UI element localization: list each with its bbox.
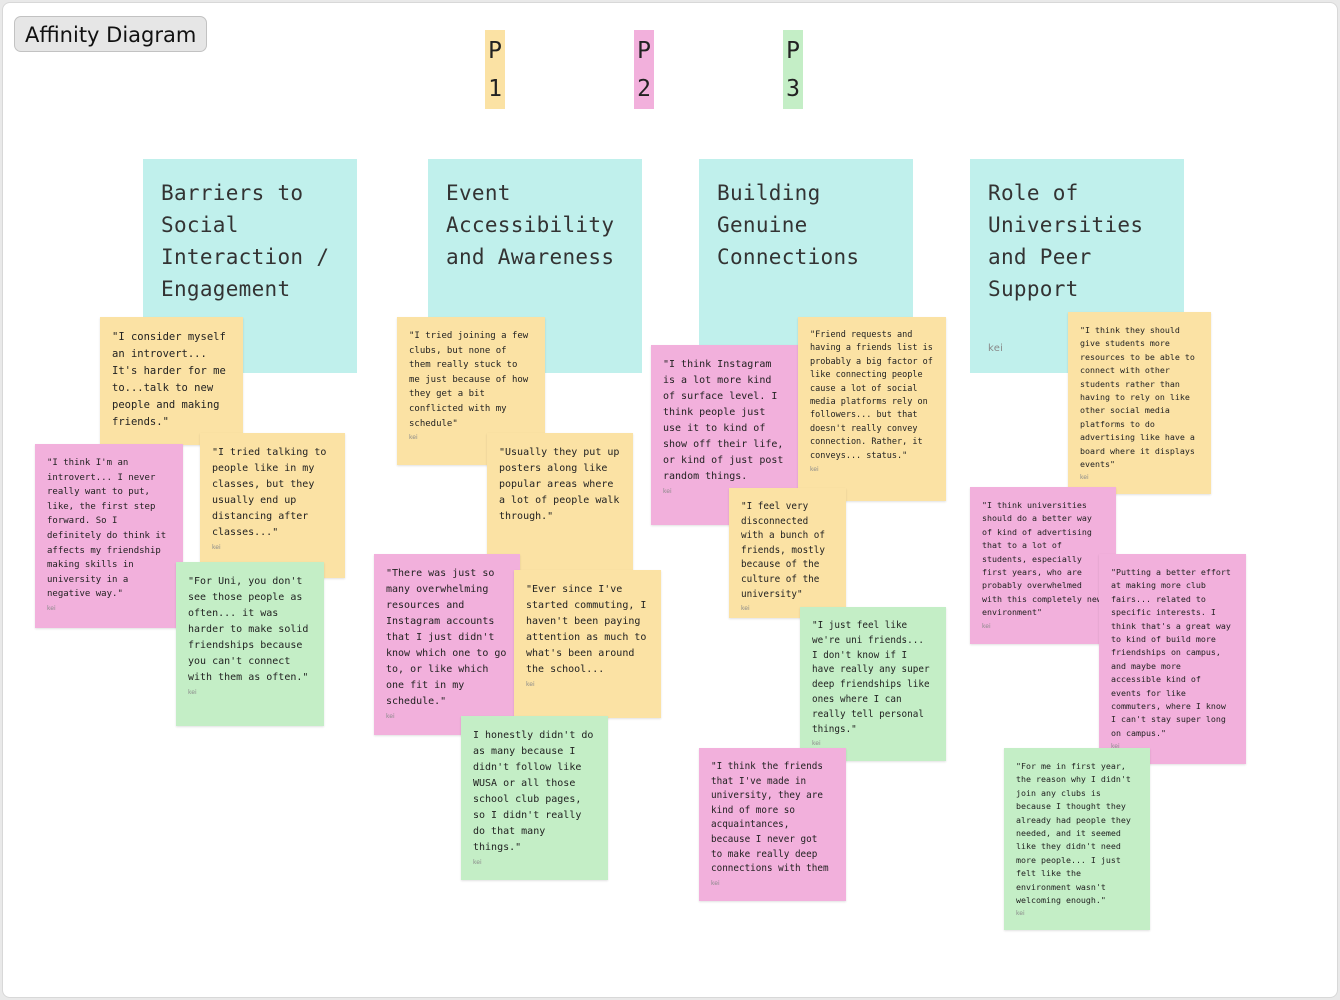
sticky-note-author: kei xyxy=(473,859,482,866)
sticky-note-author: kei xyxy=(741,605,750,613)
sticky-note[interactable]: "For Uni, you don't see those people as … xyxy=(176,562,324,726)
legend-p1-letter: P xyxy=(488,38,502,64)
header-genuine-connections-title: Building Genuine Connections xyxy=(717,181,860,269)
sticky-note-text: "There was just so many overwhelming res… xyxy=(386,568,507,707)
legend-p2[interactable]: P 2 xyxy=(634,30,654,109)
sticky-note[interactable]: "I think Instagram is a lot more kind of… xyxy=(651,345,799,525)
sticky-note-author: kei xyxy=(409,434,418,442)
sticky-note-author: kei xyxy=(47,604,56,612)
frame-title-button[interactable]: Affinity Diagram xyxy=(14,16,208,52)
header-role-author: kei xyxy=(988,343,1004,354)
sticky-note-text: "I think I'm an introvert... I never rea… xyxy=(47,458,167,600)
sticky-note[interactable]: "Usually they put up posters along like … xyxy=(487,433,633,578)
sticky-note-author: kei xyxy=(810,466,819,474)
legend-p3-letter: P xyxy=(786,38,800,64)
sticky-note-text: "I just feel like we're uni friends... I… xyxy=(812,620,930,735)
header-event-accessibility-title: Event Accessibility and Awareness xyxy=(446,181,615,269)
sticky-note[interactable]: "For me in first year, the reason why I … xyxy=(1004,748,1150,930)
legend-p2-letter: P xyxy=(637,38,651,64)
sticky-note-text: I honestly didn't do as many because I d… xyxy=(473,730,594,853)
sticky-note-text: "I think the friends that I've made in u… xyxy=(711,761,829,875)
sticky-note-text: "Friend requests and having a friends li… xyxy=(810,330,933,461)
sticky-note-text: "I consider myself an introvert... It's … xyxy=(112,331,226,428)
sticky-note-author: kei xyxy=(386,713,395,720)
sticky-note[interactable]: "Friend requests and having a friends li… xyxy=(798,317,946,501)
sticky-note-author: kei xyxy=(663,488,672,495)
sticky-note[interactable]: "I just feel like we're uni friends... I… xyxy=(800,607,946,761)
sticky-note-author: kei xyxy=(1016,910,1025,918)
sticky-note[interactable]: "Ever since I've started commuting, I ha… xyxy=(514,570,661,718)
legend-p1-number: 1 xyxy=(488,76,502,102)
sticky-note-author: kei xyxy=(212,544,221,551)
sticky-note-text: "Putting a better effort at making more … xyxy=(1111,567,1231,738)
sticky-note-text: "I think universities should do a better… xyxy=(982,500,1102,618)
legend-p3-number: 3 xyxy=(786,76,800,102)
legend-p1[interactable]: P 1 xyxy=(485,30,505,109)
sticky-note[interactable]: "I think they should give students more … xyxy=(1068,312,1211,494)
sticky-note-text: "For Uni, you don't see those people as … xyxy=(188,576,309,683)
sticky-note-text: "I think Instagram is a lot more kind of… xyxy=(663,359,784,482)
legend-p3[interactable]: P 3 xyxy=(783,30,803,109)
sticky-note-author: kei xyxy=(1111,743,1120,751)
sticky-note[interactable]: I honestly didn't do as many because I d… xyxy=(461,716,608,880)
sticky-note-author: kei xyxy=(982,622,991,630)
sticky-note[interactable]: "I think the friends that I've made in u… xyxy=(699,748,846,901)
sticky-note[interactable]: "I feel very disconnected with a bunch o… xyxy=(729,488,846,618)
sticky-note-author: kei xyxy=(526,681,535,688)
sticky-note[interactable]: "I consider myself an introvert... It's … xyxy=(100,317,243,445)
sticky-note-text: "Ever since I've started commuting, I ha… xyxy=(526,584,647,675)
header-barriers-title: Barriers to Social Interaction / Engagem… xyxy=(161,181,330,301)
sticky-note-author: kei xyxy=(1080,474,1089,482)
sticky-note[interactable]: "There was just so many overwhelming res… xyxy=(374,554,520,735)
sticky-note[interactable]: "Putting a better effort at making more … xyxy=(1099,554,1246,764)
sticky-note-text: "I tried talking to people like in my cl… xyxy=(212,447,327,538)
sticky-note-text: "I feel very disconnected with a bunch o… xyxy=(741,501,825,600)
sticky-note-text: "I tried joining a few clubs, but none o… xyxy=(409,331,529,429)
sticky-note-author: kei xyxy=(188,689,197,696)
header-role-of-universities-title: Role of Universities and Peer Support xyxy=(988,181,1144,301)
sticky-note-text: "I think they should give students more … xyxy=(1080,325,1195,470)
sticky-note-author: kei xyxy=(711,879,720,887)
sticky-note-text: "For me in first year, the reason why I … xyxy=(1016,761,1131,906)
sticky-note[interactable]: "I think universities should do a better… xyxy=(970,487,1116,644)
sticky-note[interactable]: "I think I'm an introvert... I never rea… xyxy=(35,444,183,628)
sticky-note-author: kei xyxy=(812,740,821,748)
legend-p2-number: 2 xyxy=(637,76,651,102)
sticky-note[interactable]: "I tried talking to people like in my cl… xyxy=(200,433,345,578)
sticky-note-text: "Usually they put up posters along like … xyxy=(499,447,620,522)
